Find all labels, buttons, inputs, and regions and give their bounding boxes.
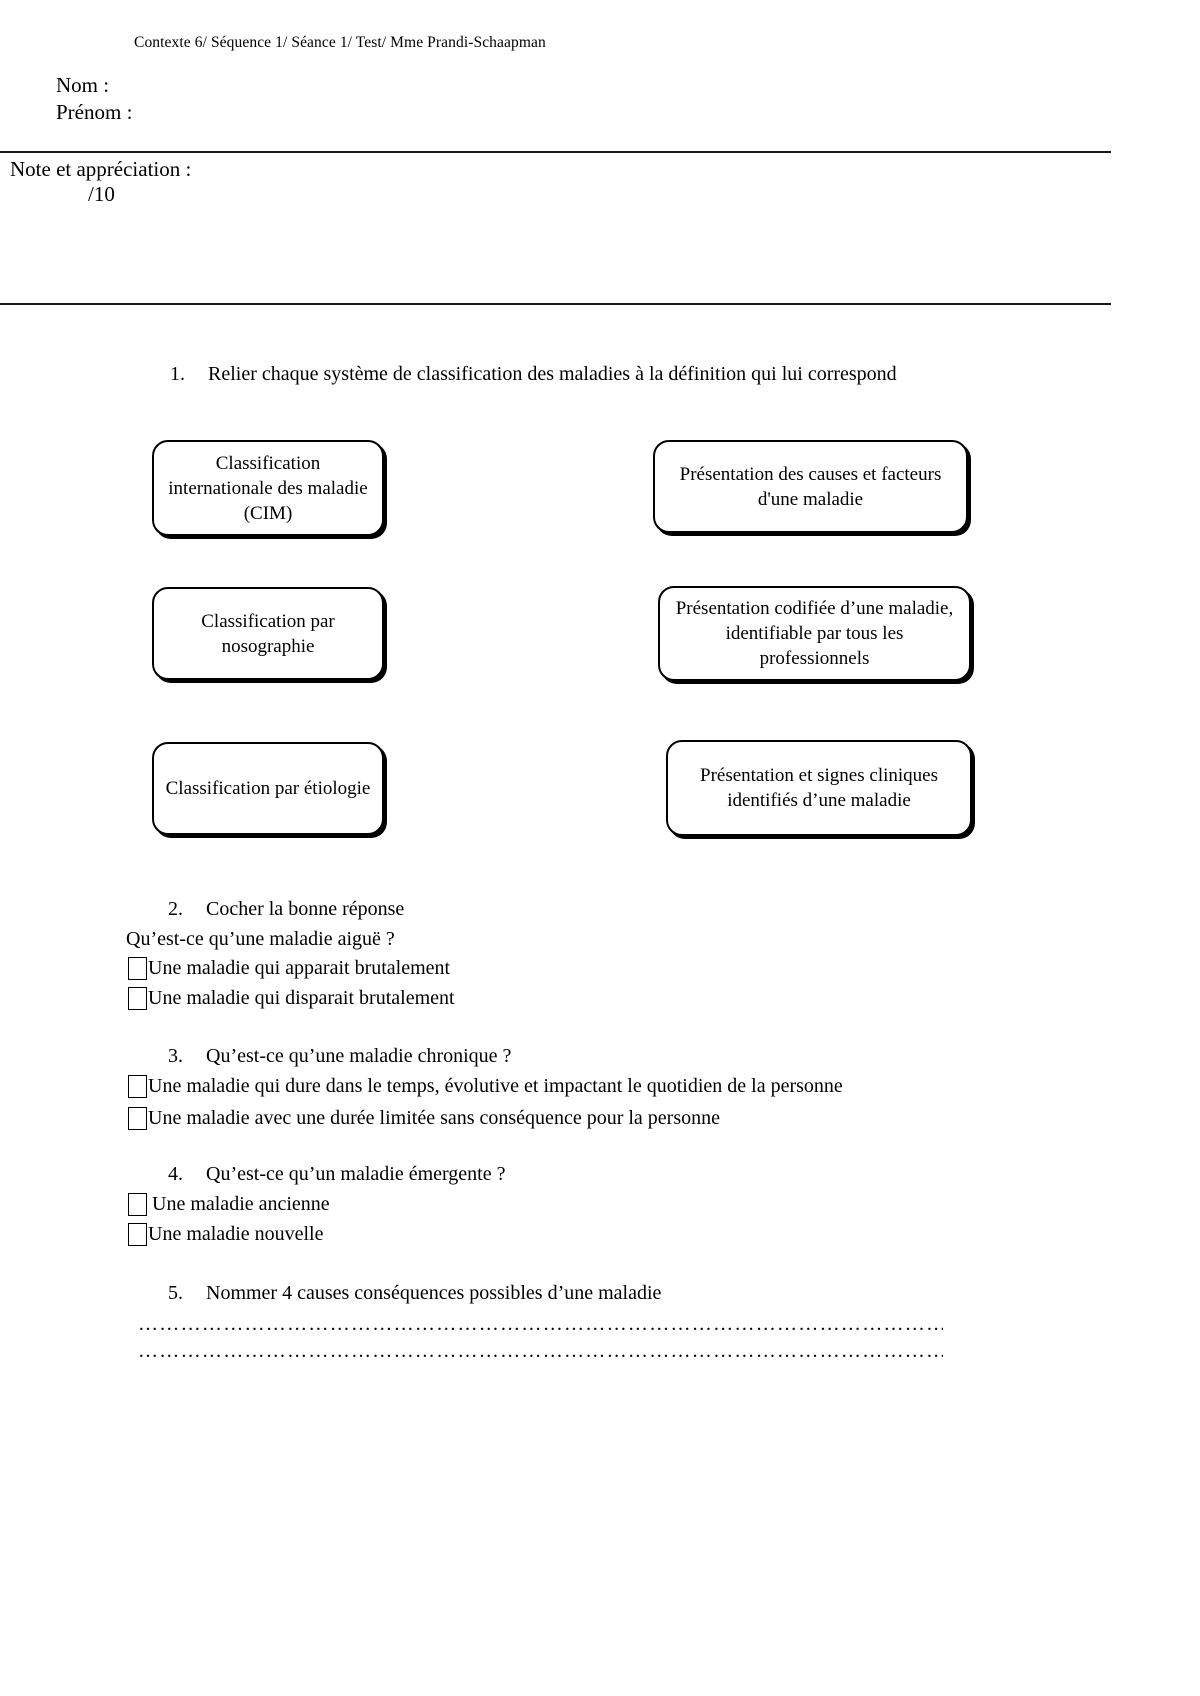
checkbox-q3-option-1[interactable] bbox=[128, 1075, 147, 1098]
checkbox-q4-option-2[interactable] bbox=[128, 1223, 147, 1246]
divider-bottom bbox=[0, 303, 1111, 305]
question-4-text: Qu’est-ce qu’un maladie émergente ? bbox=[206, 1163, 506, 1185]
match-box-left-1-label: Classification internationale des maladi… bbox=[168, 452, 368, 524]
match-box-right-3-label: Présentation et signes cliniques identif… bbox=[700, 765, 938, 811]
identity-block: Nom : Prénom : bbox=[56, 72, 132, 126]
name-label: Nom : bbox=[56, 73, 110, 97]
checkbox-q4-option-1[interactable] bbox=[128, 1193, 147, 1216]
question-4-number: 4. bbox=[168, 1163, 183, 1185]
checkbox-q2-option-1[interactable] bbox=[128, 957, 147, 980]
question-4-heading: 4. Qu’est-ce qu’un maladie émergente ? bbox=[168, 1163, 506, 1186]
question-2-text: Cocher la bonne réponse bbox=[206, 898, 405, 920]
divider-top bbox=[0, 151, 1111, 153]
match-box-right-2[interactable]: Présentation codifiée d’une maladie, ide… bbox=[658, 586, 971, 681]
question-1-heading: 1. Relier chaque système de classificatio… bbox=[170, 363, 897, 386]
question-2-option-2[interactable]: Une maladie qui disparait brutalement bbox=[128, 987, 455, 1010]
match-box-left-2-label: Classification par nosographie bbox=[201, 610, 335, 657]
checkbox-q2-option-2[interactable] bbox=[128, 987, 147, 1010]
question-5-heading: 5. Nommer 4 causes conséquences possibles… bbox=[168, 1282, 661, 1305]
document-header: Contexte 6/ Séquence 1/ Séance 1/ Test/ … bbox=[134, 34, 546, 51]
match-box-right-2-label: Présentation codifiée d’une maladie, ide… bbox=[675, 598, 954, 669]
question-1-number: 1. bbox=[170, 363, 185, 385]
question-2-number: 2. bbox=[168, 898, 183, 920]
question-3-option-2[interactable]: Une maladie avec une durée limitée sans … bbox=[128, 1107, 720, 1130]
question-4-option-1-label: Une maladie ancienne bbox=[152, 1193, 330, 1215]
question-4-option-2[interactable]: Une maladie nouvelle bbox=[128, 1223, 324, 1246]
match-box-right-1-label: Présentation des causes et facteurs d'un… bbox=[679, 463, 942, 510]
question-1-text: Relier chaque système de classification … bbox=[208, 363, 897, 385]
question-3-heading: 3. Qu’est-ce qu’une maladie chronique ? bbox=[168, 1045, 511, 1068]
match-box-left-3-label: Classification par étiologie bbox=[165, 778, 371, 799]
question-5-number: 5. bbox=[168, 1282, 183, 1304]
match-box-right-3[interactable]: Présentation et signes cliniques identif… bbox=[666, 740, 972, 836]
match-box-left-3[interactable]: Classification par étiologie bbox=[152, 742, 384, 835]
question-3-option-1-label: Une maladie qui dure dans le temps, évol… bbox=[148, 1075, 843, 1097]
grade-value: /10 bbox=[88, 182, 115, 206]
answer-line-2[interactable]: …………………………………………………………………………………………………………… bbox=[138, 1340, 943, 1362]
firstname-label: Prénom : bbox=[56, 100, 133, 124]
question-3-number: 3. bbox=[168, 1045, 183, 1067]
match-box-left-2[interactable]: Classification par nosographie bbox=[152, 587, 384, 680]
question-2-option-1[interactable]: Une maladie qui apparait brutalement bbox=[128, 957, 450, 980]
question-2-option-1-label: Une maladie qui apparait brutalement bbox=[148, 957, 451, 979]
question-3-option-1[interactable]: Une maladie qui dure dans le temps, évol… bbox=[128, 1075, 843, 1098]
question-2-heading: 2. Cocher la bonne réponse bbox=[168, 898, 404, 921]
question-2-prompt: Qu’est-ce qu’une maladie aiguë ? bbox=[126, 928, 395, 950]
question-4-option-2-label: Une maladie nouvelle bbox=[148, 1223, 324, 1245]
question-2-option-2-label: Une maladie qui disparait brutalement bbox=[148, 987, 455, 1009]
answer-line-1[interactable]: …………………………………………………………………………………………………………… bbox=[138, 1313, 943, 1335]
match-box-right-1[interactable]: Présentation des causes et facteurs d'un… bbox=[653, 440, 968, 533]
question-3-option-2-label: Une maladie avec une durée limitée sans … bbox=[148, 1107, 720, 1129]
question-4-option-1[interactable]: Une maladie ancienne bbox=[128, 1193, 330, 1216]
grade-label: Note et appréciation : bbox=[10, 157, 192, 181]
question-5-text: Nommer 4 causes conséquences possibles d… bbox=[206, 1282, 662, 1304]
match-box-left-1[interactable]: Classification internationale des maladi… bbox=[152, 440, 384, 536]
checkbox-q3-option-2[interactable] bbox=[128, 1107, 147, 1130]
question-3-text: Qu’est-ce qu’une maladie chronique ? bbox=[206, 1045, 512, 1067]
